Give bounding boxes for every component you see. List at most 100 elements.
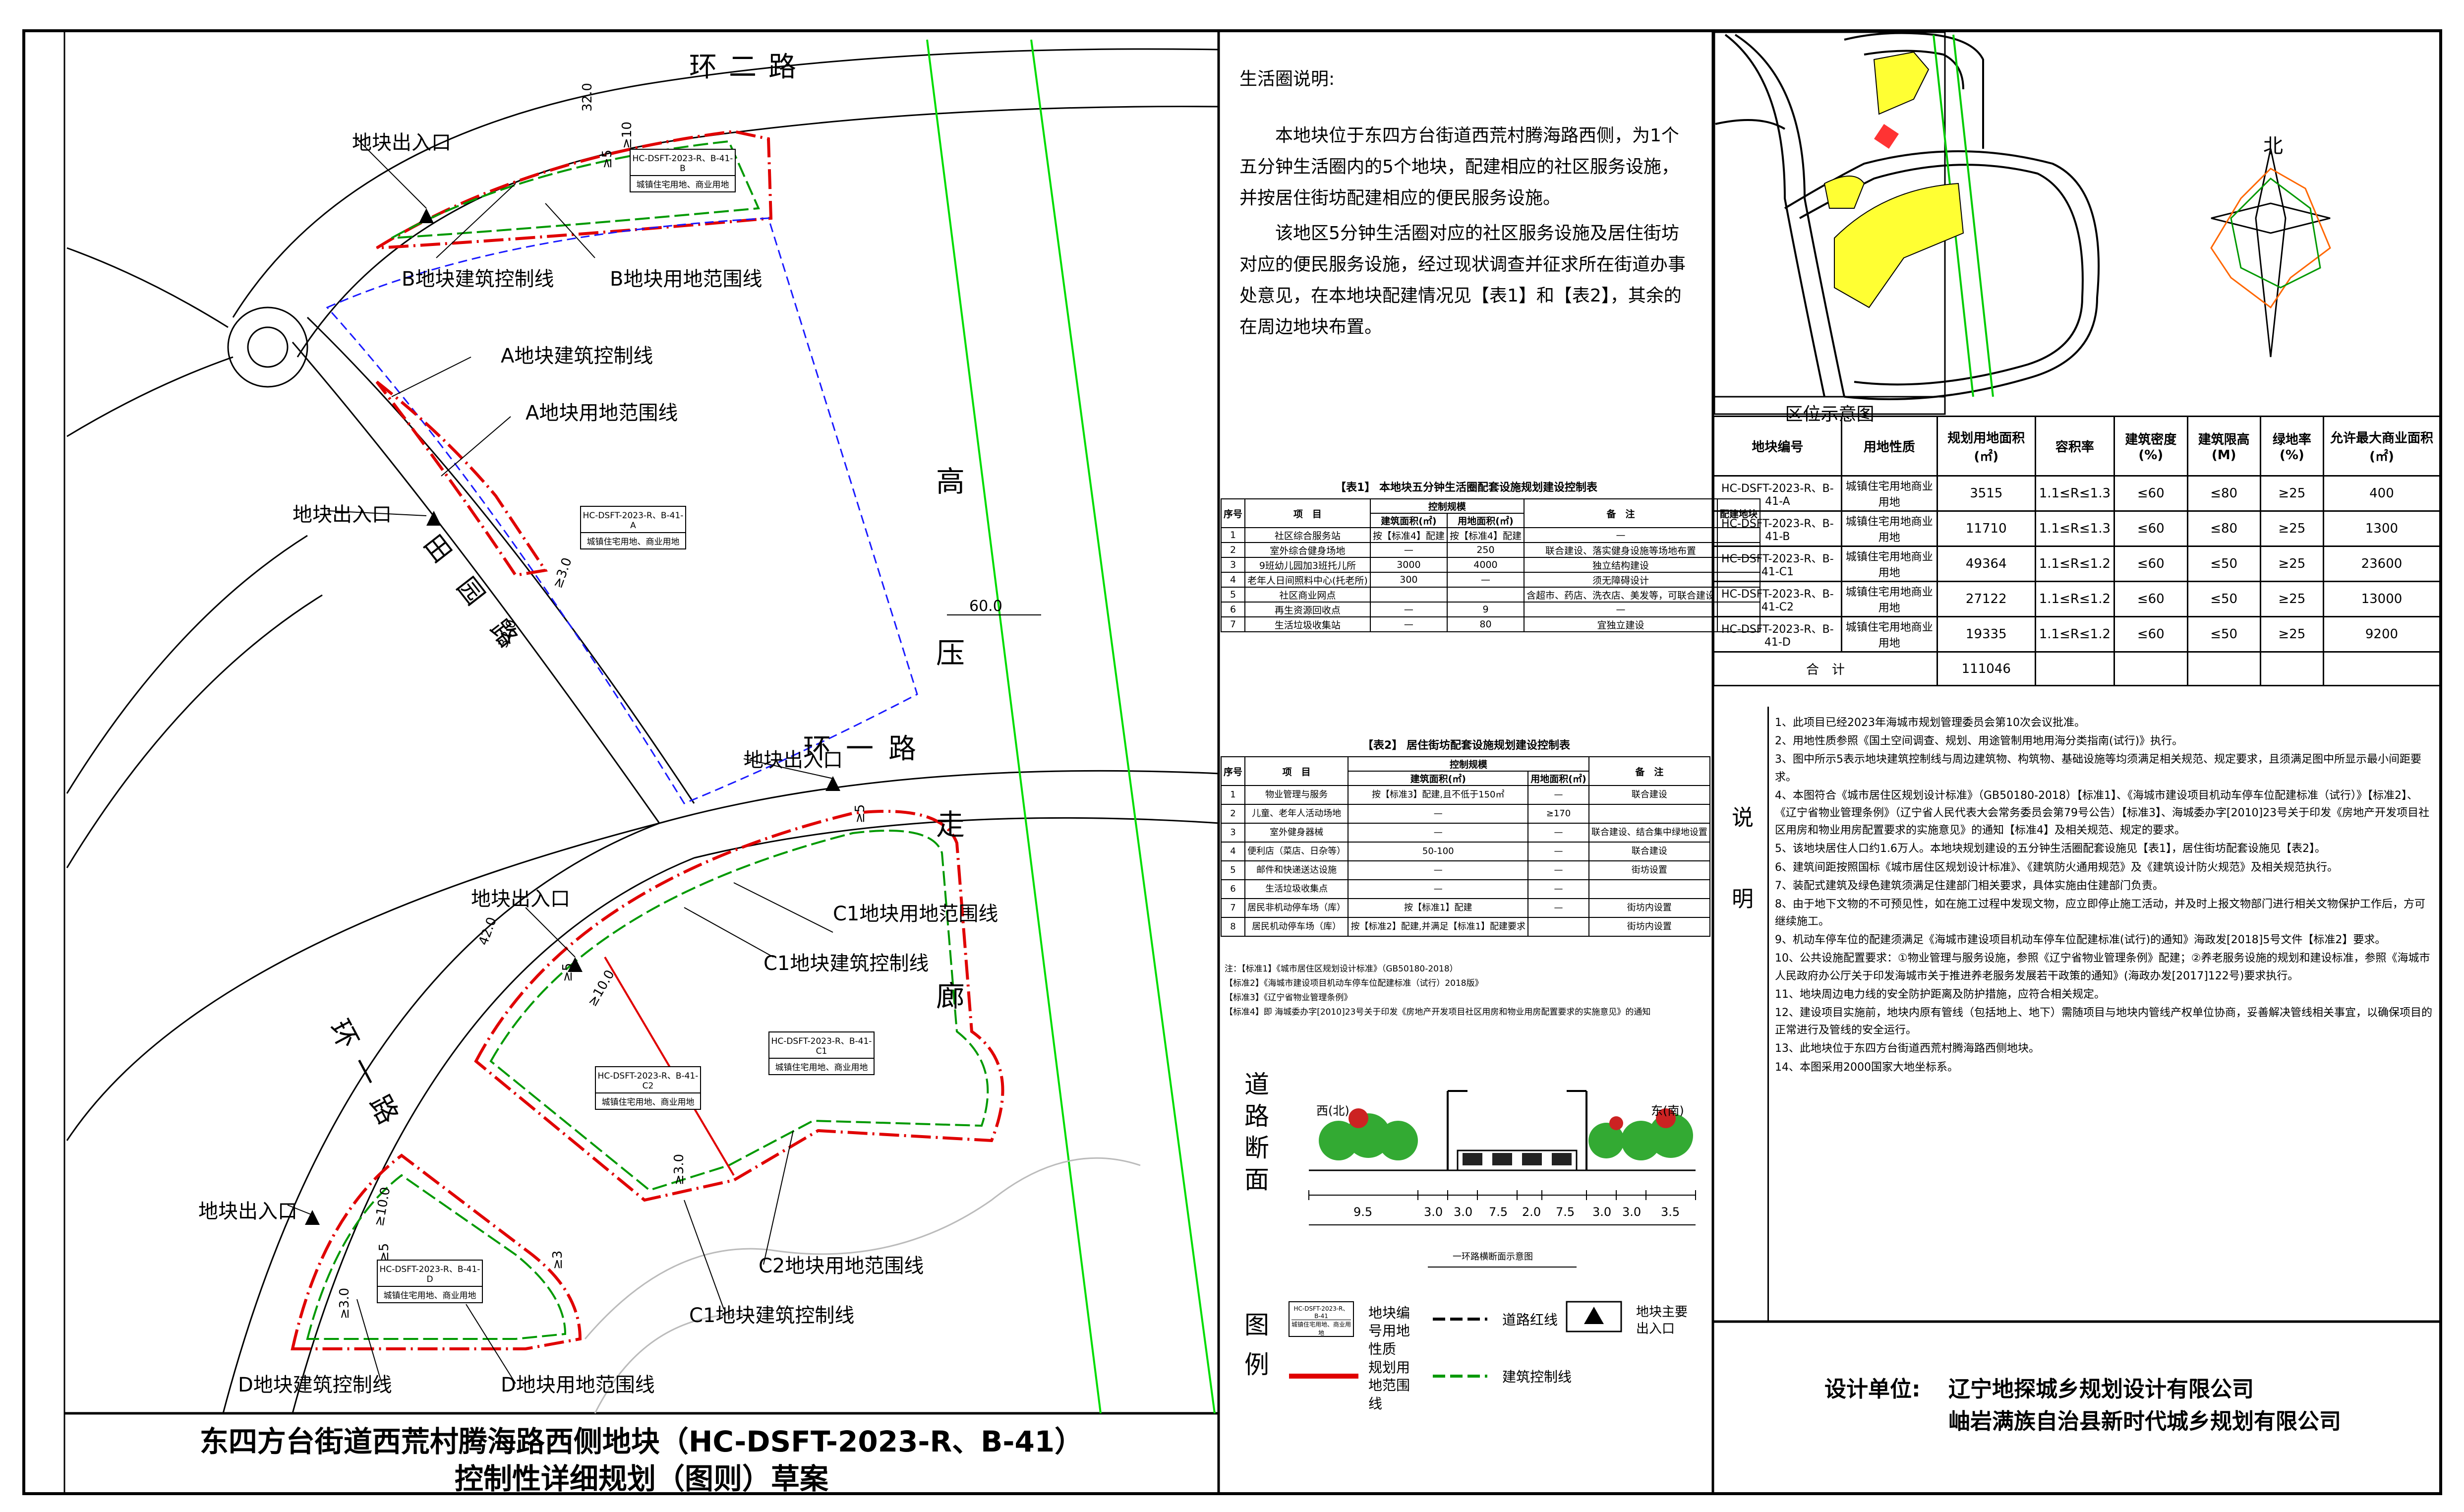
indicator-cell: 27122 <box>1936 581 2036 617</box>
table1-cell: — <box>1524 602 1718 617</box>
dim-label: ≥10 <box>620 121 635 149</box>
block-tag-b: HC-DSFT-2023-R、B-41-B 城镇住宅用地、商业用地 <box>630 149 736 192</box>
indicator-cell: 19335 <box>1936 616 2036 653</box>
north-compass <box>2210 148 2331 358</box>
indicator-cell: HC-DSFT-2023-R、B-41-D <box>1713 616 1842 653</box>
indicator-cell: ≥25 <box>2259 545 2324 582</box>
section-caption: 一环路横断面示意图 <box>1453 1252 1533 1262</box>
table1-cell: 生活垃圾收集站 <box>1244 616 1371 632</box>
table1-cell: 4000 <box>1446 557 1525 573</box>
legend-tag-code: HC-DSFT-2023-R、B-41 <box>1291 1304 1351 1320</box>
dim-label: ≥5 <box>600 149 615 169</box>
dim-label: ≥5 <box>560 963 575 982</box>
indicator-cell: ≥25 <box>2259 581 2324 617</box>
note-item: 13、此地块位于东四方台街道西荒村腾海路西侧地块。 <box>1775 1042 2040 1055</box>
indicator-cell: 1.1≤R≤1.2 <box>2034 616 2115 653</box>
corridor-width-label: 60.0 <box>969 598 1002 615</box>
entrance-label: 地块出入口 <box>293 503 392 526</box>
table2-cell: 4 <box>1220 842 1246 861</box>
indicator-cell: 11710 <box>1936 510 2036 547</box>
location-map <box>1713 31 2100 415</box>
table1-cell: 3 <box>1220 557 1246 573</box>
block-tag-code: HC-DSFT-2023-R、B-41-B <box>631 150 735 176</box>
road-section-label: 道路断面 <box>1240 1071 1269 1198</box>
table1-header: 建筑面积(㎡) <box>1369 513 1448 528</box>
table1-cell: 按【标准4】配建 <box>1446 527 1525 543</box>
table1-cell: — <box>1524 527 1718 543</box>
indicator-total-value: 111046 <box>1936 651 2036 686</box>
table2-notes: 注：【标准1】《城市居住区规划设计标准》（GB50180-2018） 【标准2】… <box>1225 962 1708 1020</box>
indicator-header: 规划用地面积(㎡) <box>1936 416 2036 477</box>
entrance-markers <box>305 208 840 1225</box>
dim-label: ≥3.0 <box>672 1153 687 1185</box>
table1-cell: 250 <box>1446 542 1525 558</box>
table2-header: 控制规模 <box>1348 756 1589 772</box>
section-width: 7.5 <box>1556 1205 1575 1219</box>
section-width: 3.0 <box>1424 1205 1443 1219</box>
section-width: 3.0 <box>1622 1205 1642 1219</box>
table2-cell: 室外健身器械 <box>1244 823 1349 843</box>
indicator-cell: HC-DSFT-2023-R、B-41-A <box>1713 475 1842 512</box>
table2-header: 建筑面积(㎡) <box>1348 771 1529 786</box>
table2-cell: 生活垃圾收集点 <box>1244 879 1349 899</box>
table2-cell: 街坊设置 <box>1588 860 1711 880</box>
indicator-cell: 城镇住宅用地商业用地 <box>1840 475 1938 512</box>
section-width: 2.0 <box>1522 1205 1541 1219</box>
indicator-cell: 城镇住宅用地商业用地 <box>1840 545 1938 582</box>
b-build-line-label: B地块建筑控制线 <box>402 268 554 291</box>
c1-build-line-label: C1地块建筑控制线 <box>763 952 929 975</box>
indicator-cell: 49364 <box>1936 545 2036 582</box>
notes-label-col: 说明 <box>1713 707 1769 1322</box>
design-org1: 辽宁地探城乡规划设计有限公司 <box>1948 1377 2254 1402</box>
table1-header: 用地面积(㎡) <box>1446 513 1525 528</box>
table1-cell: — <box>1446 572 1525 588</box>
legend-item: 地块编号用地性质 <box>1368 1305 1410 1357</box>
indicator-cell: 城镇住宅用地商业用地 <box>1840 616 1938 653</box>
indicator-header: 建筑密度(%) <box>2113 416 2188 477</box>
table1-title: 【表1】 本地块五分钟生活圈配套设施规划建设控制表 <box>1335 482 1597 494</box>
table2-cell: — <box>1348 879 1529 899</box>
table1-cell: 社区商业网点 <box>1244 587 1371 603</box>
legend-tag-sample: HC-DSFT-2023-R、B-41 城镇住宅用地、商业用地 <box>1291 1304 1351 1337</box>
indicator-cell: ≤60 <box>2113 510 2188 547</box>
table2-cell: 儿童、老年人活动场地 <box>1244 804 1349 824</box>
table2-note: 【标准4】即 海城委办字[2010]23号关于印发《房地产开发项目社区用房和物业… <box>1225 1007 1651 1017</box>
entrance-label: 地块出入口 <box>471 888 570 910</box>
legend-label: 图例 <box>1240 1312 1269 1391</box>
block-tag-code: HC-DSFT-2023-R、B-41-C1 <box>769 1032 874 1059</box>
table2-cell: — <box>1348 804 1529 824</box>
note-item: 7、装配式建筑及绿色建筑须满足住建部门相关要求，具体实施由住建部门负责。 <box>1775 879 2164 892</box>
indicator-cell: 3515 <box>1936 475 2036 512</box>
table1-cell: 7 <box>1220 616 1246 632</box>
table2-header: 用地面积(㎡) <box>1527 771 1589 786</box>
block-tag-use: 城镇住宅用地、商业用地 <box>587 537 680 547</box>
block-tag-a: HC-DSFT-2023-R、B-41-A 城镇住宅用地、商业用地 <box>580 506 686 549</box>
c1-build-line-label-2: C1地块建筑控制线 <box>689 1304 855 1327</box>
note-item: 9、机动车停车位的配建须满足《海城市建设项目机动车停车位配建标准(试行)的通知》… <box>1775 934 2386 947</box>
table1-header: 项 目 <box>1244 498 1371 528</box>
legend-item: 地块主要出入口 <box>1636 1305 1688 1336</box>
notes-list: 1、此项目已经2023年海城市规划管理委员会第10次会议批准。2、用地性质参照《… <box>1775 714 2434 1077</box>
road-corridor-label: 高 压 走 廊 <box>931 466 965 1064</box>
table2-cell: 2 <box>1220 804 1246 824</box>
section-width: 9.5 <box>1353 1205 1373 1219</box>
block-tag-use: 城镇住宅用地、商业用地 <box>601 1097 695 1107</box>
entrance-label: 地块出入口 <box>744 749 843 772</box>
dim-label: ≥3.0 <box>337 1287 352 1319</box>
table2-cell <box>1588 879 1711 899</box>
table2-cell: 街坊内设置 <box>1588 917 1711 937</box>
road-section <box>1308 1090 1696 1268</box>
table2-cell: — <box>1527 879 1589 899</box>
indicator-header: 允许最大商业面积(㎡) <box>2322 416 2441 477</box>
